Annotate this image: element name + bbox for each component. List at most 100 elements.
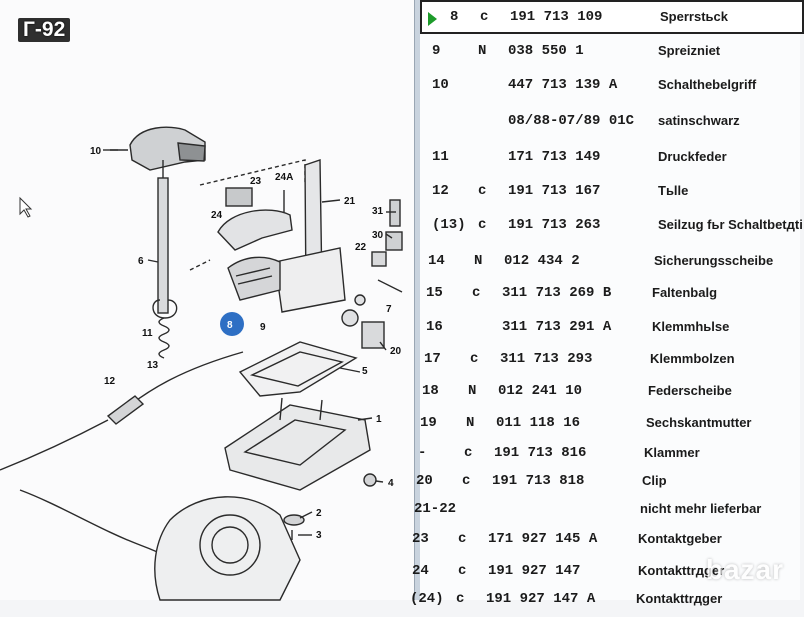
part-number: 012 434 2 (504, 253, 580, 269)
svg-text:8: 8 (227, 320, 233, 331)
svg-text:2: 2 (316, 508, 322, 519)
item-number: 24 (412, 563, 429, 579)
part-description: Seilzug fьr Schaltbetдti (658, 217, 803, 232)
svg-text:24: 24 (211, 210, 223, 221)
parts-row[interactable]: 12 c 191 713 167 Tьlle (420, 176, 800, 209)
item-number: 12 (432, 183, 449, 199)
item-number: 17 (424, 351, 441, 367)
part-description: nicht mehr lieferbar (640, 501, 762, 516)
svg-text:20: 20 (390, 346, 402, 357)
item-marker: c (478, 217, 487, 233)
svg-text:4: 4 (388, 478, 394, 489)
svg-text:1: 1 (376, 414, 382, 425)
parts-row[interactable]: 8 c 191 713 109 Sperrstьck (420, 0, 804, 34)
part-description: Faltenbalg (652, 285, 718, 300)
part-number: 038 550 1 (508, 43, 584, 59)
part-number: 191 927 147 A (486, 591, 596, 607)
part-number: 011 118 16 (496, 415, 581, 431)
part-description: Clip (642, 473, 667, 488)
item-marker: c (472, 285, 481, 301)
overlay-label: Г-92 (18, 18, 71, 42)
part-description: Schalthebelgriff (658, 77, 757, 92)
watermark-logo: bazar (705, 554, 784, 585)
item-marker: c (456, 591, 465, 607)
part-number: 447 713 139 A (508, 77, 618, 93)
parts-row[interactable]: - c 191 713 816 Klammer (418, 438, 800, 471)
svg-text:10: 10 (90, 146, 102, 157)
svg-text:7: 7 (386, 304, 392, 315)
svg-text:21: 21 (344, 196, 356, 207)
selected-callout-marker (220, 312, 244, 336)
part-description: satinschwarz (658, 113, 740, 128)
item-marker: N (468, 383, 477, 399)
svg-text:11: 11 (142, 328, 153, 339)
part-description: Sechskantmutter (646, 415, 752, 430)
item-marker: c (478, 183, 487, 199)
item-number: 8 (450, 9, 459, 25)
part-description: Sperrstьck (660, 9, 728, 24)
svg-text:24A: 24A (275, 172, 293, 183)
part-number: 311 713 291 A (502, 319, 612, 335)
part-number: 191 713 816 (494, 445, 587, 461)
parts-row[interactable]: 17 c 311 713 293 Klemmbolzen (420, 344, 800, 377)
item-number: - (418, 445, 427, 461)
part-description: Kontakttrдger (636, 591, 723, 606)
selected-row-arrow-icon (428, 12, 437, 26)
item-number: 23 (412, 531, 429, 547)
part-description: Kontaktgeber (638, 531, 722, 546)
parts-row[interactable]: 08/88-07/89 01C satinschwarz (420, 106, 800, 139)
svg-text:5: 5 (362, 366, 368, 377)
item-marker: c (464, 445, 473, 461)
item-number: 21-22 (414, 501, 457, 517)
item-marker: N (478, 43, 487, 59)
svg-text:3: 3 (316, 530, 322, 541)
item-marker: c (458, 563, 467, 579)
part-number: 171 713 149 (508, 149, 601, 165)
part-description: Klammer (644, 445, 700, 460)
part-number: 311 713 269 B (502, 285, 612, 301)
parts-row[interactable]: 19 N 011 118 16 Sechskantmutter (420, 408, 800, 441)
part-description: Tьlle (658, 183, 689, 198)
item-number: 19 (420, 415, 437, 431)
part-number: 191 713 109 (510, 9, 603, 25)
item-marker: c (480, 9, 489, 25)
item-marker: c (470, 351, 479, 367)
panel-divider[interactable] (414, 0, 421, 600)
mouse-cursor-icon (19, 196, 33, 218)
item-marker: N (474, 253, 483, 269)
part-description: Kontakttrдger (638, 563, 725, 578)
part-description: Sicherungsscheibe (654, 253, 774, 268)
part-number: 08/88-07/89 01C (508, 113, 635, 129)
part-number: 311 713 293 (500, 351, 593, 367)
svg-text:6: 6 (138, 256, 144, 267)
item-marker: N (466, 415, 475, 431)
item-number: 20 (416, 473, 433, 489)
part-number: 191 713 167 (508, 183, 601, 199)
parts-row[interactable]: 21-22 nicht mehr lieferbar (414, 494, 800, 527)
parts-row[interactable]: 20 c 191 713 818 Clip (416, 466, 800, 499)
svg-text:23: 23 (250, 176, 262, 187)
exploded-diagram-panel: 10 23 24A 24 21 6 31 30 22 8 9 7 11 20 1… (0, 18, 403, 601)
exploded-parts-diagram: 10 23 24A 24 21 6 31 30 22 8 9 7 11 20 1… (0, 126, 403, 601)
part-description: Federscheibe (648, 383, 732, 398)
item-marker: c (462, 473, 471, 489)
part-description: Spreizniet (658, 43, 721, 58)
parts-row[interactable]: 14 N 012 434 2 Sicherungsscheibe (420, 246, 800, 279)
item-number: 18 (422, 383, 439, 399)
svg-text:12: 12 (104, 376, 116, 387)
part-number: 191 713 818 (492, 473, 585, 489)
part-description: Klemmbolzen (650, 351, 735, 366)
item-number: 14 (428, 253, 445, 269)
